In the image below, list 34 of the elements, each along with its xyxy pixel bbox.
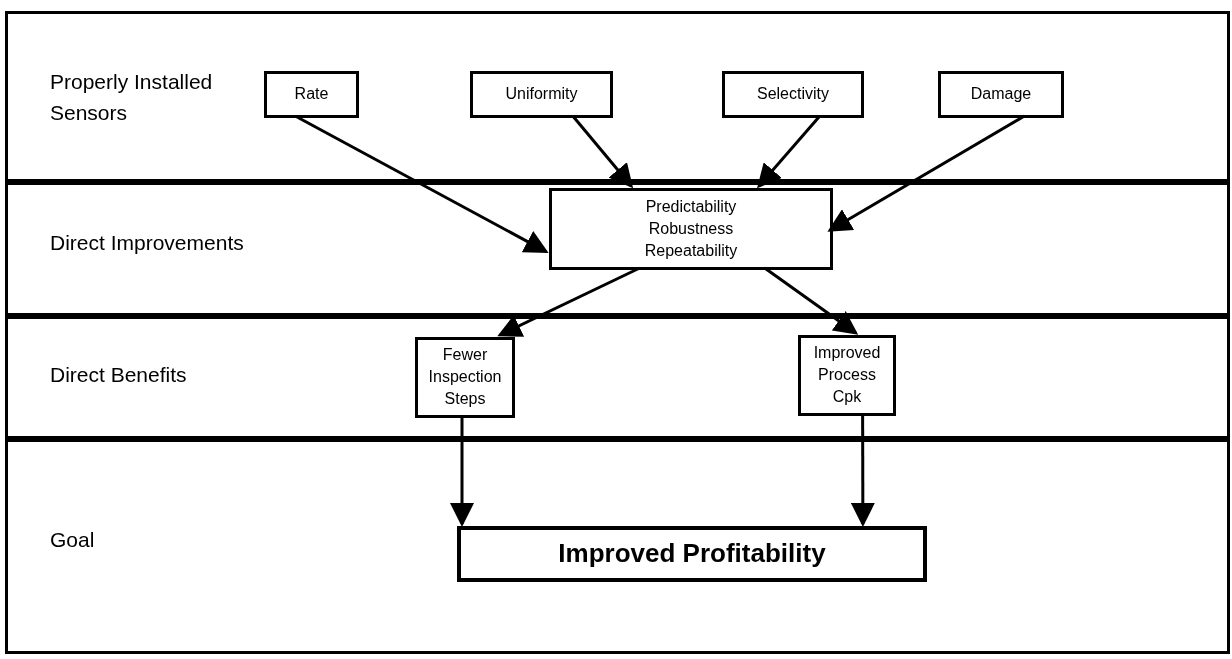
process-box: [549, 187, 833, 270]
band: [5, 315, 1230, 439]
row-label: Goal: [50, 526, 96, 553]
arrow: [294, 114, 549, 254]
process-box: [457, 525, 927, 582]
process-box: [722, 70, 864, 118]
process-box: [264, 70, 359, 118]
arrow: [757, 115, 821, 189]
arrow: [827, 114, 1026, 232]
box-text: Uniformity: [505, 84, 578, 104]
box-text: Improved Process Cpk: [812, 343, 882, 407]
process-box: [798, 334, 896, 416]
process-box: [415, 336, 515, 418]
box-text: Damage: [970, 84, 1032, 104]
band: [5, 438, 1230, 654]
box-text: Fewer Inspection Steps: [427, 345, 503, 409]
band: [5, 10, 1230, 182]
row-label: Direct Improvements: [50, 229, 245, 256]
process-box: [938, 70, 1064, 118]
arrow: [497, 266, 641, 337]
box-text: Predictability: [645, 196, 737, 217]
row-label: Direct Benefits: [50, 361, 188, 388]
box-text: Selectivity: [757, 84, 829, 104]
box-text: Repeatability: [644, 240, 738, 261]
box-text: Improved Profitability: [558, 537, 826, 570]
arrow: [571, 115, 634, 189]
box-text: Robustness: [648, 218, 734, 239]
band: [5, 181, 1230, 316]
process-box: [470, 70, 613, 118]
arrow: [763, 266, 859, 335]
arrow: [850, 414, 875, 527]
row-label: Properly Installed Sensors: [50, 68, 214, 126]
box-text: Rate: [294, 84, 329, 104]
arrow: [450, 416, 474, 527]
